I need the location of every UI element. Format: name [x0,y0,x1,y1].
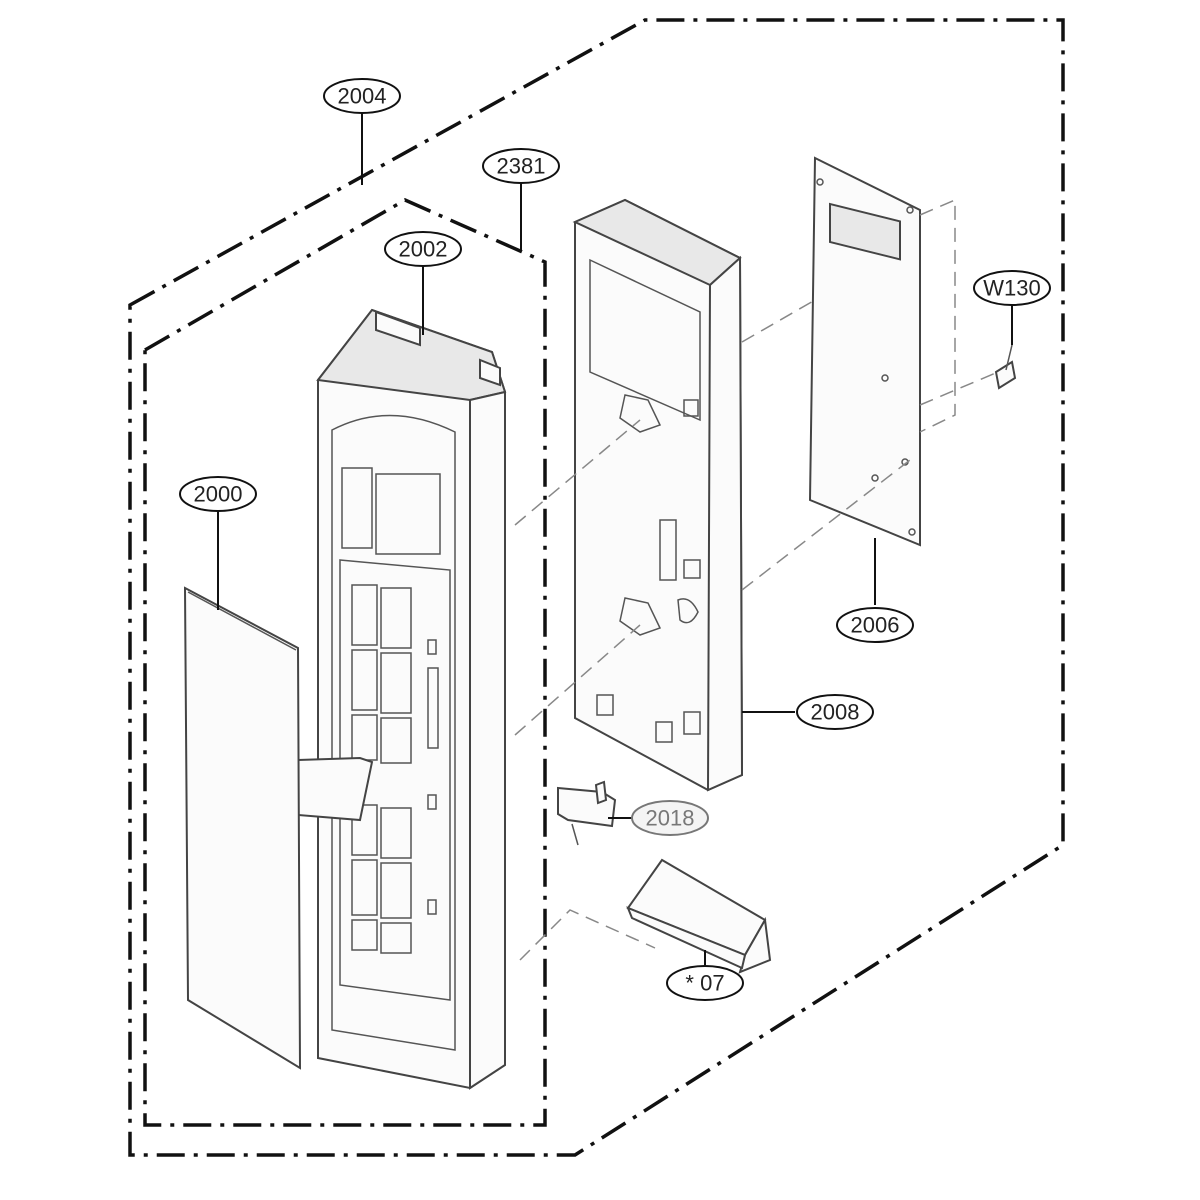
connector-part [557,780,617,846]
callout-2008: 2008 [796,694,874,730]
ribbon-cable [297,756,374,822]
callout-label-2002: 2002 [399,237,448,262]
assembly-boundary-2004 [128,18,1065,1157]
callout-W130: W130 [973,270,1051,306]
screw [994,344,1017,390]
callout-2000: 2000 [179,476,257,512]
callout-label-2004: 2004 [338,84,387,109]
clip-part [626,858,772,974]
callout-label-07: * 07 [685,971,724,996]
callout-2381: 2381 [482,148,560,184]
callout-2002: 2002 [384,231,462,267]
callout-2004: 2004 [323,78,401,114]
callout-label-W130: W130 [983,276,1040,301]
callout-label-2018: 2018 [646,806,695,831]
control-bracket [572,198,744,792]
callout-2006: 2006 [836,607,914,643]
alignment-lines [514,198,999,961]
control-panel-frame [316,308,507,1090]
leader-lines [217,113,1013,965]
callout-label-2381: 2381 [497,154,546,179]
callout-07: * 07 [666,965,744,1001]
callout-label-2006: 2006 [851,613,900,638]
assembly-boundary-2381 [143,198,547,1127]
keypad-membrane [183,586,302,1070]
callout-label-2000: 2000 [194,482,243,507]
pcb-board [808,156,921,547]
callout-label-2008: 2008 [811,700,860,725]
callout-2018: 2018 [631,800,709,836]
